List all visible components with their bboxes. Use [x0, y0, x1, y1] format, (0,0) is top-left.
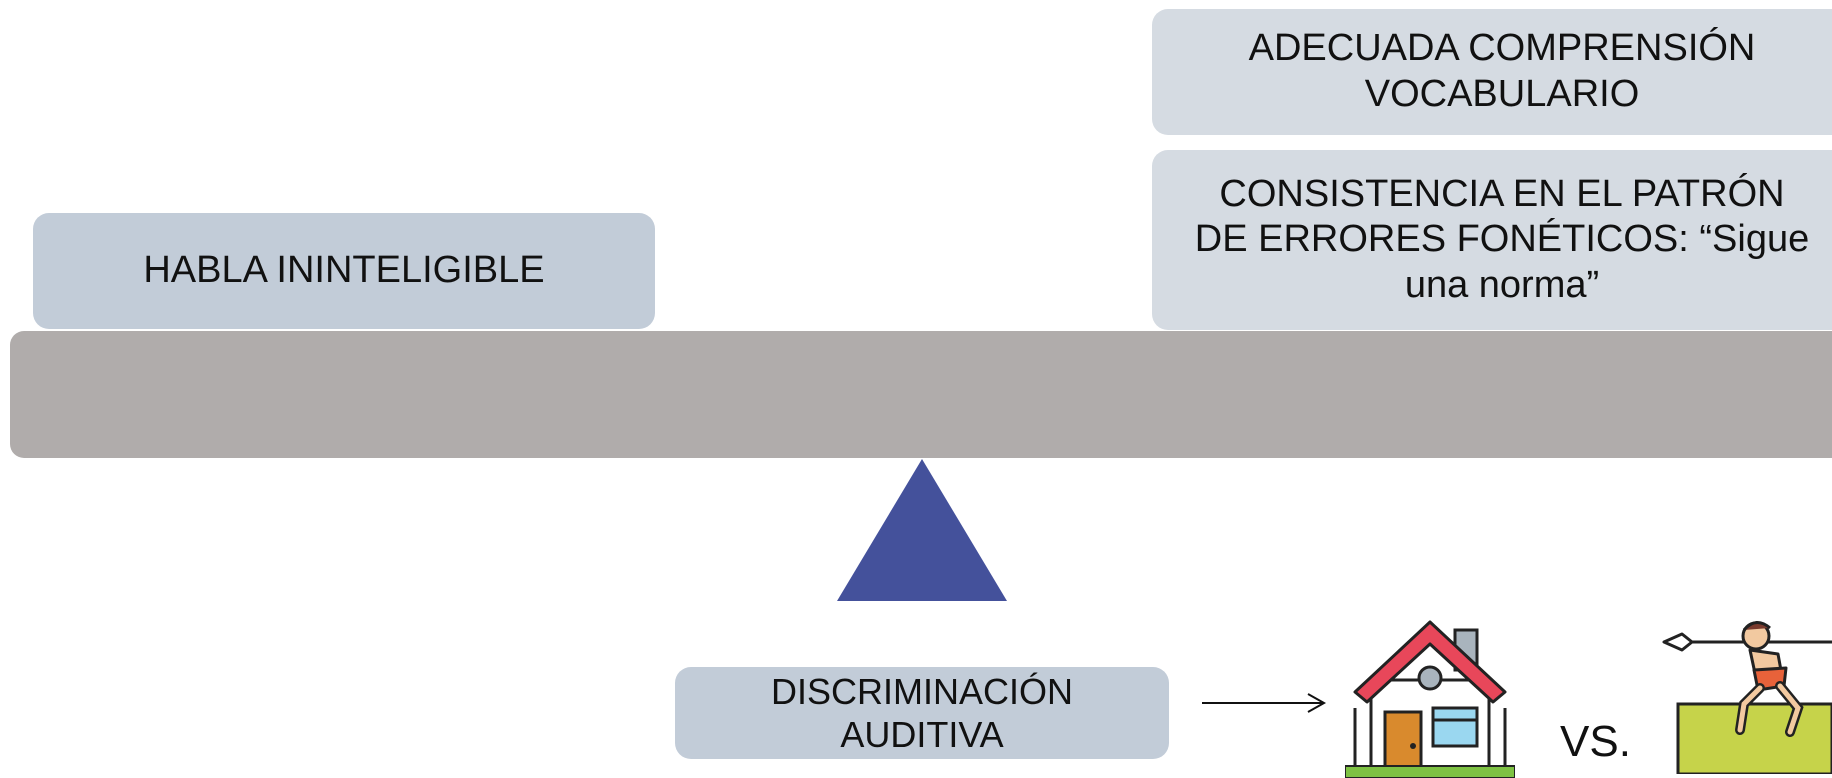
unintelligible-speech-label: HABLA ININTELIGIBLE	[143, 249, 545, 292]
error-pattern-consistency-box: CONSISTENCIA EN EL PATRÓN DE ERRORES FON…	[1152, 150, 1832, 330]
error-pattern-line3: una norma”	[1404, 263, 1600, 306]
caveman-spear-icon	[1662, 621, 1832, 774]
auditory-discrimination-line1: DISCRIMINACIÓN	[770, 670, 1073, 712]
unintelligible-speech-box: HABLA ININTELIGIBLE	[33, 213, 655, 329]
balance-beam	[10, 331, 1832, 458]
house-icon	[1345, 620, 1515, 778]
vocabulary-comprehension-box: ADECUADA COMPRENSIÓN VOCABULARIO	[1152, 9, 1832, 135]
vocabulary-comprehension-line2: VOCABULARIO	[1364, 73, 1640, 115]
arrow-right-icon	[1202, 693, 1327, 713]
auditory-discrimination-box: DISCRIMINACIÓN AUDITIVA	[675, 667, 1169, 759]
vocabulary-comprehension-line1: ADECUADA COMPRENSIÓN	[1248, 27, 1756, 70]
fulcrum-triangle	[837, 459, 1007, 601]
auditory-discrimination-line2: AUDITIVA	[840, 714, 1004, 755]
versus-label: VS.	[1560, 717, 1631, 766]
error-pattern-line2: DE ERRORES FONÉTICOS: “Sigue	[1194, 218, 1810, 261]
error-pattern-line1: CONSISTENCIA EN EL PATRÓN	[1219, 172, 1785, 215]
